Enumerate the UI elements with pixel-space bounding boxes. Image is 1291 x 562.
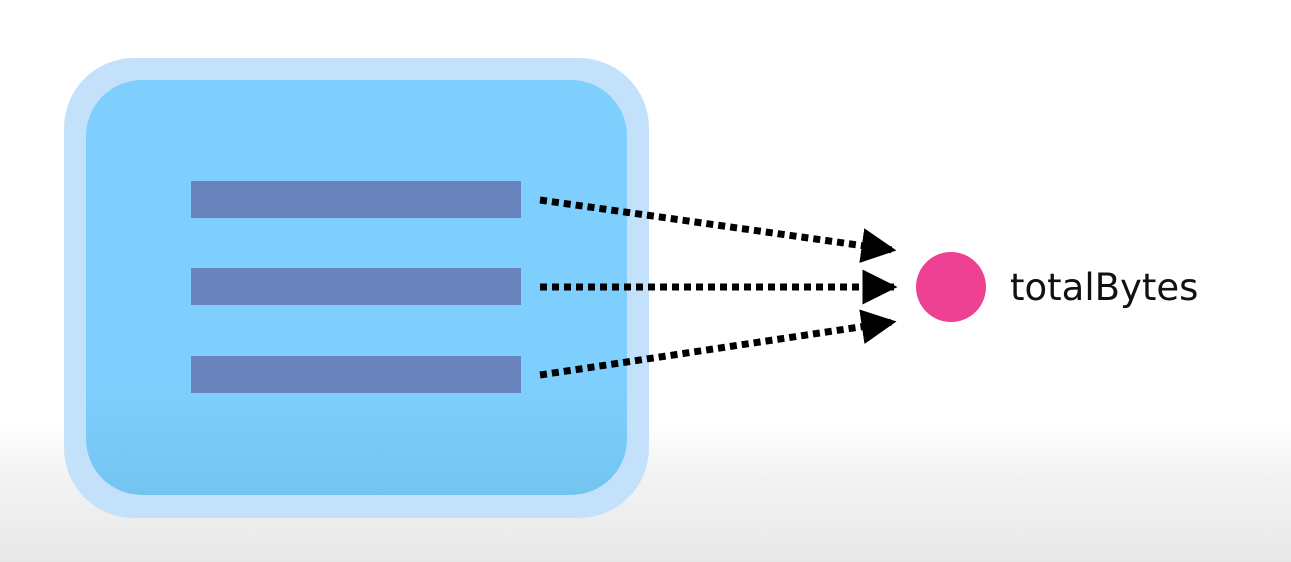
dotted-arrows [539, 196, 898, 379]
list-icon [191, 181, 521, 393]
list-bar-3 [191, 356, 521, 393]
list-bar-2 [191, 268, 521, 305]
circle-icon [916, 252, 986, 322]
node-label: totalBytes [1010, 266, 1199, 309]
list-bar-1 [191, 181, 521, 218]
